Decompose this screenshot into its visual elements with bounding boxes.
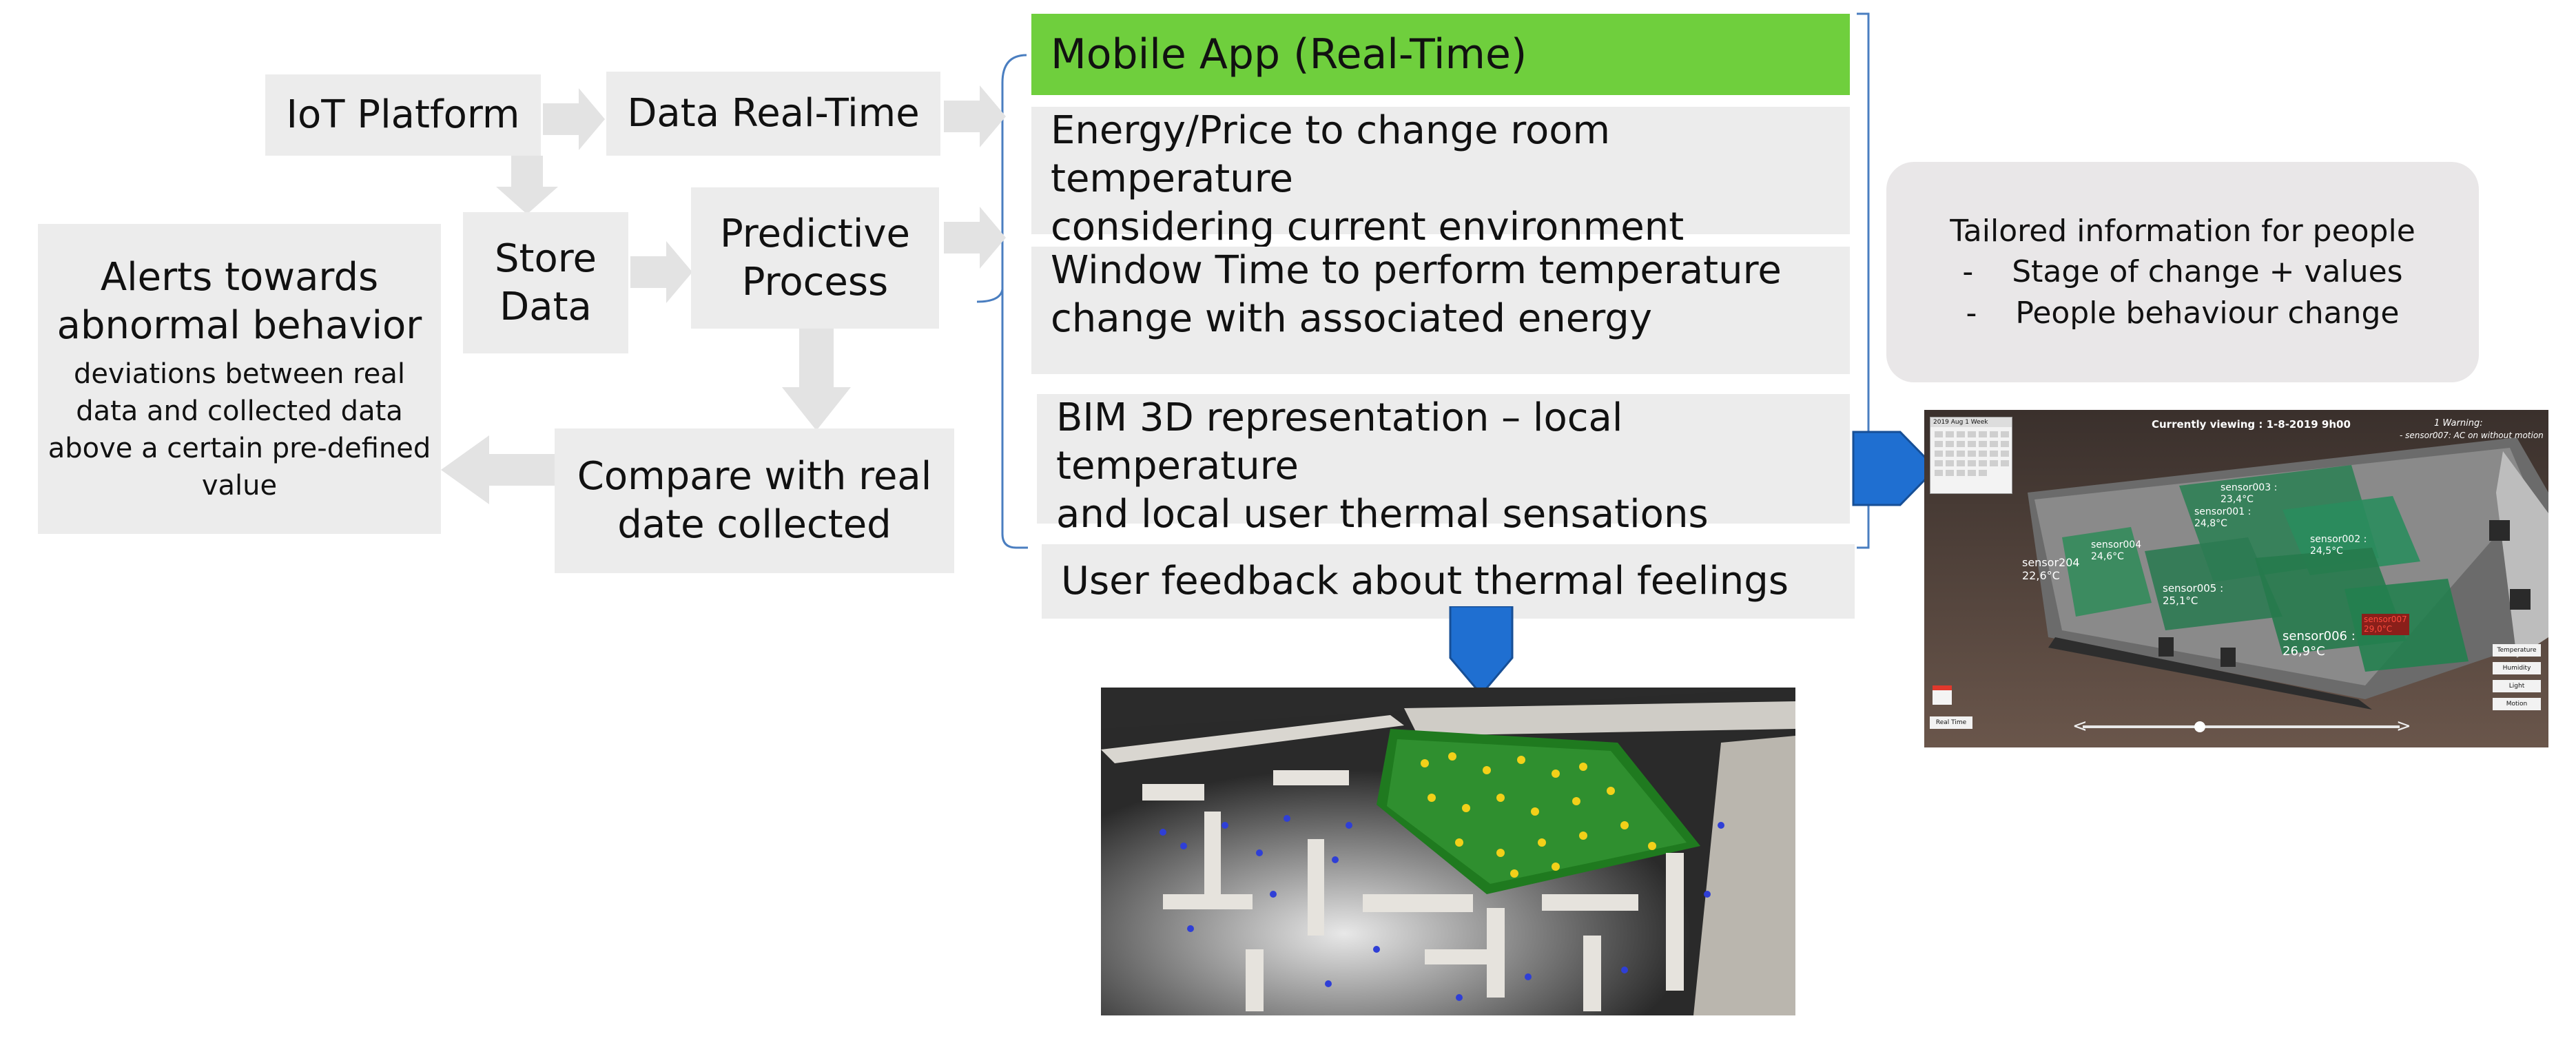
predictive-label-2: Process [741, 259, 889, 304]
arrow-predictive-to-app [944, 207, 1006, 269]
sensor-label: sensor005 :25,1°C [2163, 582, 2224, 607]
tailored-bullet-1: - Stage of change + values [1962, 254, 2403, 290]
app-item-energy-line1: Energy/Price to change room temperature [1051, 108, 1611, 201]
calendar-header: 2019 Aug 1 Week [1930, 417, 2012, 427]
app-item-window-time: Window Time to perform temperature chang… [1031, 247, 1850, 374]
data-real-time-label: Data Real-Time [627, 91, 920, 136]
light-button[interactable]: Light [2493, 680, 2541, 692]
right-bracket [1857, 12, 1870, 549]
arrow-iot-to-data [543, 88, 605, 150]
left-bracket-mid [976, 289, 1004, 303]
tailored-info-box: Tailored information for people - Stage … [1886, 162, 2479, 382]
arrow-iot-to-store [496, 156, 558, 214]
building-3d-render [1101, 688, 1795, 1015]
alerts-title-2: abnormal behavior [56, 303, 422, 348]
data-real-time-box: Data Real-Time [606, 72, 940, 156]
svg-text:>: > [2396, 716, 2411, 736]
sensor-label: sensor001 :24,8°C [2194, 506, 2252, 529]
compare-label-1: Compare with real [577, 454, 932, 499]
sensor-label: sensor006 :26,9°C [2283, 629, 2356, 659]
app-item-bim-line2: and local user thermal sensations [1056, 492, 1709, 537]
svg-text:<: < [2072, 716, 2088, 736]
alerts-desc-4: value [201, 470, 278, 502]
store-data-label-1: Store [494, 236, 597, 281]
predictive-process-box: Predictive Process [691, 187, 939, 329]
bim-3d-view: < > 2019 Aug 1 Week Currently viewing : … [1924, 410, 2548, 747]
alerts-desc-1: deviations between real [74, 358, 405, 390]
store-data-box: Store Data [463, 212, 628, 353]
app-item-bim: BIM 3D representation – local temperatur… [1037, 394, 1850, 537]
motion-button[interactable]: Motion [2493, 698, 2541, 710]
user-feedback-label: User feedback about thermal feelings [1061, 559, 1789, 603]
mobile-app-title-box: Mobile App (Real-Time) [1031, 14, 1850, 95]
tailored-title: Tailored information for people [1950, 213, 2415, 249]
humidity-button[interactable]: Humidity [2493, 662, 2541, 674]
arrow-store-to-predictive [630, 241, 692, 303]
real-time-button[interactable]: Real Time [1930, 716, 1972, 729]
bim-header: Currently viewing : 1-8-2019 9h00 [2152, 418, 2351, 431]
bim-warning-text: - sensor007: AC on without motion [2400, 431, 2544, 440]
sensor-label: sensor003 :23,4°C [2220, 482, 2278, 505]
arrow-compare-to-alerts [441, 435, 555, 504]
temperature-button[interactable]: Temperature [2493, 644, 2541, 657]
bim-3d-scene: < > [1924, 410, 2548, 747]
calendar-widget[interactable]: 2019 Aug 1 Week [1930, 417, 2012, 494]
sensor-label: sensor002 :24,5°C [2310, 534, 2367, 557]
alerts-desc-2: data and collected data [76, 395, 403, 427]
left-bracket [1001, 54, 1028, 549]
compare-label-2: date collected [617, 502, 892, 547]
store-data-label-2: Data [499, 284, 592, 329]
arrow-feedback-to-render [1449, 606, 1514, 696]
compare-box: Compare with real date collected [555, 428, 954, 573]
alerts-box: Alerts towards abnormal behavior deviati… [38, 224, 441, 534]
iot-platform-box: IoT Platform [265, 74, 541, 156]
iot-platform-label: IoT Platform [286, 92, 520, 137]
alerts-title-1: Alerts towards [100, 255, 379, 300]
arrow-data-to-app [944, 85, 1006, 147]
app-item-window-line1: Window Time to perform temperature [1051, 248, 1782, 293]
arrow-bim-to-view [1852, 431, 1938, 506]
tailored-bullet-2: - People behaviour change [1966, 295, 2400, 331]
app-item-bim-line1: BIM 3D representation – local temperatur… [1056, 395, 1623, 488]
arrow-predictive-to-compare [782, 329, 851, 431]
user-feedback-box: User feedback about thermal feelings [1042, 544, 1855, 619]
calendar-icon[interactable] [1933, 685, 1952, 705]
mobile-app-title: Mobile App (Real-Time) [1051, 30, 1527, 79]
calendar-grid [1935, 431, 2009, 476]
app-item-energy: Energy/Price to change room temperature … [1031, 107, 1850, 298]
alerts-desc-3: above a certain pre-defined [48, 433, 431, 464]
building-3d-scene [1101, 688, 1795, 1015]
bim-warning-title: 1 Warning: [2434, 418, 2483, 428]
app-item-window-line2: change with associated energy [1051, 296, 1652, 341]
predictive-label-1: Predictive [719, 211, 911, 256]
